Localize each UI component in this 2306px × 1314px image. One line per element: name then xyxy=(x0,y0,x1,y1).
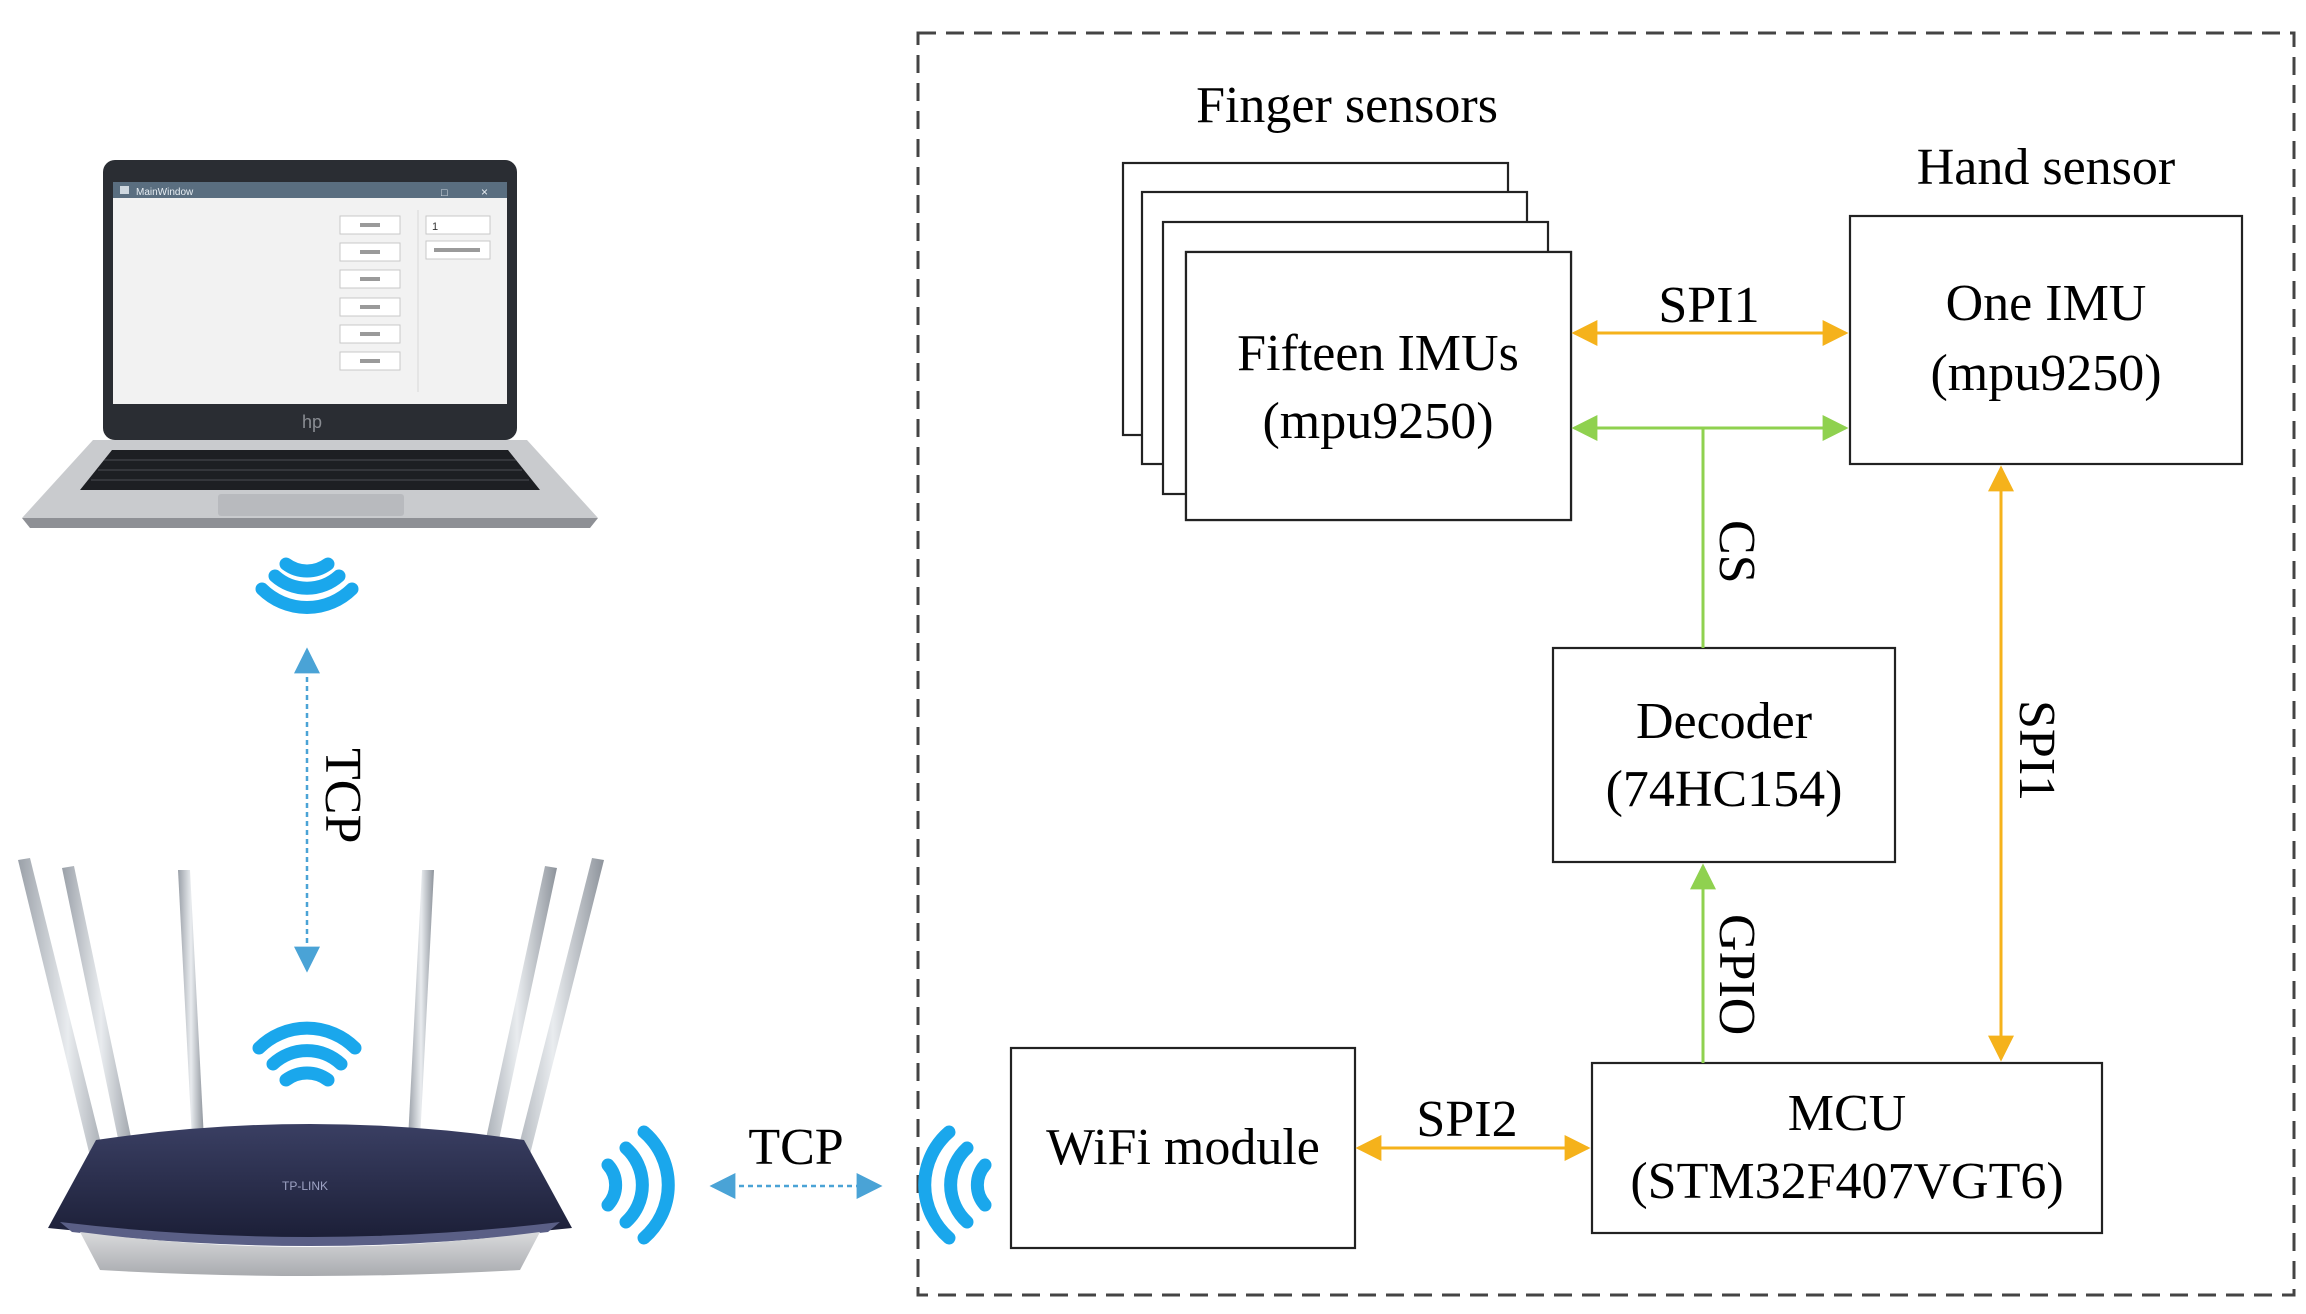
cs-label: CS xyxy=(1708,520,1765,584)
decoder-title: Decoder xyxy=(1636,693,1812,750)
fifteen-imus-subtitle: (mpu9250) xyxy=(1262,393,1493,450)
spi1-horizontal-label: SPI1 xyxy=(1658,277,1759,334)
svg-text:TP-LINK: TP-LINK xyxy=(282,1179,328,1193)
finger-sensors-label: Finger sensors xyxy=(1196,77,1498,134)
router-icon: TP-LINK xyxy=(18,858,604,1276)
svg-text:□: □ xyxy=(441,187,448,199)
laptop-icon: MainWindow □ × 1 hp xyxy=(22,160,598,528)
tcp-horizontal-label: TCP xyxy=(748,1119,843,1176)
one-imu-box xyxy=(1848,214,2244,466)
one-imu-subtitle: (mpu9250) xyxy=(1930,345,2161,402)
one-imu-title: One IMU xyxy=(1946,275,2147,332)
mcu-subtitle: (STM32F407VGT6) xyxy=(1630,1153,2063,1210)
wifi-module-box xyxy=(1009,1046,1357,1250)
gpio-label: GPIO xyxy=(1708,914,1765,1035)
device-frame xyxy=(916,31,2296,1297)
tcp-vertical-label: TCP xyxy=(314,748,371,843)
mcu-title: MCU xyxy=(1788,1085,1906,1142)
router-side-wifi-signal-icon xyxy=(601,1125,675,1245)
fifteen-imus-box xyxy=(1184,250,1573,522)
laptop-field-value: 1 xyxy=(432,221,438,233)
fifteen-imus-title: Fifteen IMUs xyxy=(1237,325,1519,382)
spi2-label: SPI2 xyxy=(1416,1091,1517,1148)
laptop-wifi-signal-icon xyxy=(255,557,359,614)
decoder-box xyxy=(1551,646,1897,864)
laptop-window-title: MainWindow xyxy=(136,187,194,198)
svg-text:×: × xyxy=(481,185,488,199)
svg-text:hp: hp xyxy=(302,412,322,432)
spi1-vertical-label: SPI1 xyxy=(2008,700,2065,801)
hand-sensor-label: Hand sensor xyxy=(1917,139,2176,196)
wifi-module-signal-icon xyxy=(918,1125,992,1245)
decoder-subtitle: (74HC154) xyxy=(1606,761,1843,818)
router-wifi-signal-icon xyxy=(252,1021,362,1087)
mcu-box xyxy=(1590,1061,2104,1235)
wifi-module-title: WiFi module xyxy=(1046,1119,1320,1176)
